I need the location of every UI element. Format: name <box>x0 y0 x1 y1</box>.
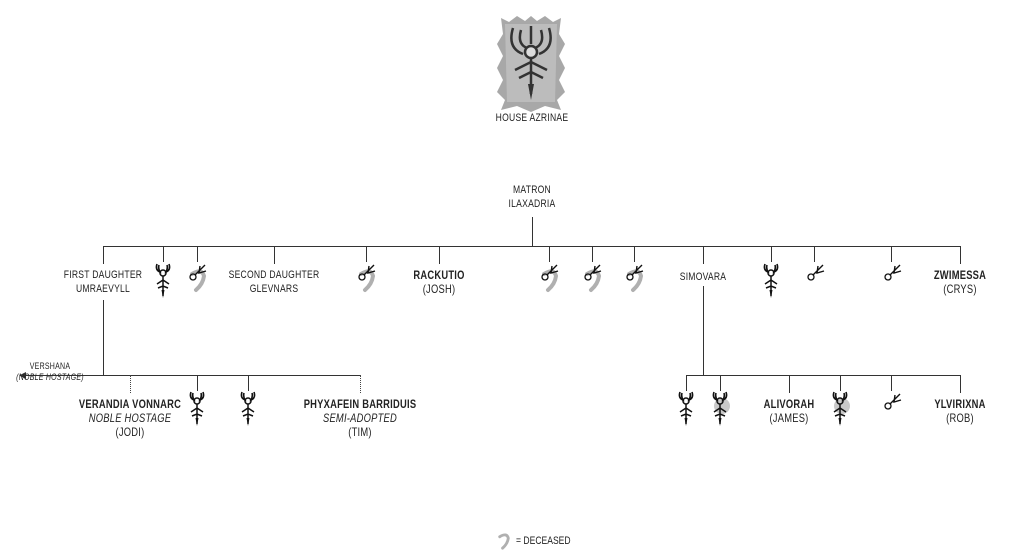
person-verandia: Verandia VonnarcNoble Hostage(Jodi) <box>78 397 182 439</box>
male-deceased-icon <box>358 264 376 292</box>
person-glevnars: Second DaughterGlevnars <box>228 269 320 295</box>
sibling-line <box>103 246 961 247</box>
sibling-line <box>686 375 961 376</box>
male-icon <box>884 393 902 410</box>
person-ylvirixna: Ylvirixna(Rob) <box>934 397 986 425</box>
person-zwimessa: Zwimessa(Crys) <box>933 268 987 296</box>
house-name: House Azrinae <box>495 112 569 124</box>
person-umraevyll: First DaughterUmraevyll <box>63 269 143 295</box>
female-deceased-icon <box>712 391 730 427</box>
male-icon <box>884 264 902 281</box>
male-deceased-icon <box>626 264 644 292</box>
male-icon <box>807 264 825 281</box>
deceased-swoosh-icon <box>498 533 510 550</box>
connector-line <box>532 217 533 246</box>
arrow-left-icon <box>19 372 26 379</box>
person-simovara: Simovara <box>679 271 727 283</box>
female-icon <box>763 263 779 299</box>
male-deceased-icon <box>189 264 207 292</box>
female-icon <box>240 391 256 427</box>
legend-label: = Deceased <box>516 535 571 547</box>
female-icon <box>189 391 205 427</box>
male-deceased-icon <box>541 264 559 292</box>
person-alivorah: Alivorah(James) <box>763 397 815 425</box>
person-rackutio: Rackutio(Josh) <box>413 268 465 296</box>
person-vershana: Vershana(Noble Hostage) <box>16 361 84 382</box>
person-phyxafein: Phyxafein BarriduisSemi-Adopted(Tim) <box>303 397 417 439</box>
female-icon <box>678 391 694 427</box>
legend: = Deceased <box>494 531 586 551</box>
house-crest-shield-icon <box>497 16 565 112</box>
male-deceased-icon <box>584 264 602 292</box>
root-person: MatronIlaxadria <box>508 184 556 210</box>
female-deceased-icon <box>832 391 850 427</box>
sibling-line <box>24 375 361 376</box>
female-icon <box>155 263 171 299</box>
